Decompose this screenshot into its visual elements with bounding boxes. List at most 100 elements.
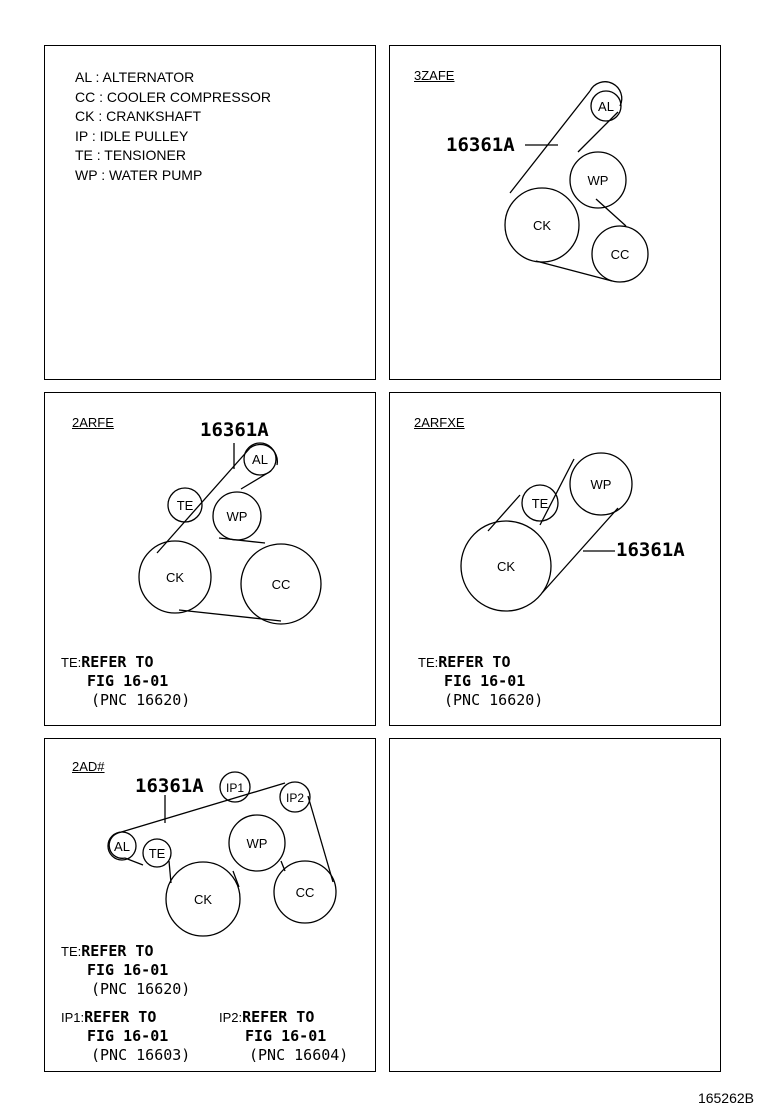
- figure-code: 165262B: [697, 1090, 754, 1106]
- note-ip1-2ad: IP1:REFER TO FIG 16-01 (PNC 16603): [61, 1008, 191, 1064]
- note-line: REFER TO: [84, 1008, 157, 1026]
- panel-2ad: 2AD# 16361A IP1 IP2 AL TE: [44, 738, 376, 1072]
- note-line: (PNC 16603): [91, 1046, 191, 1064]
- pulley-label-al: AL: [114, 839, 130, 854]
- pulley-label-ck: CK: [166, 570, 184, 585]
- belt-segment: [178, 609, 282, 622]
- pulley-label-cc: CC: [611, 247, 630, 262]
- belt-segment: [541, 507, 619, 594]
- belt-diagram-2arfxe: TE WP CK: [460, 452, 633, 612]
- pulley-label-ip2: IP2: [286, 791, 304, 805]
- belt-segment: [168, 860, 172, 884]
- pulley-label-ck: CK: [194, 892, 212, 907]
- note-te-2arfe: TE:REFER TO FIG 16-01 (PNC 16620): [61, 653, 191, 709]
- pulley-label-cc: CC: [272, 577, 291, 592]
- empty-panel: [389, 738, 721, 1072]
- note-line: FIG 16-01: [87, 1027, 169, 1045]
- pulley-label-wp: WP: [227, 509, 248, 524]
- legend-list: AL : ALTERNATOR CC : COOLER COMPRESSOR C…: [75, 68, 271, 185]
- pulley-ip1: [219, 771, 251, 803]
- belt-segment: [218, 537, 266, 544]
- note-line: (PNC 16620): [91, 980, 191, 998]
- pulley-label-te: TE: [149, 846, 166, 861]
- note-line: REFER TO: [242, 1008, 315, 1026]
- part-number-2ad: 16361A: [135, 775, 204, 797]
- belt-segment: [487, 494, 521, 532]
- belt-diagram-2arfe: AL TE WP CK CC: [138, 442, 322, 625]
- pulley-ck: [165, 861, 241, 937]
- legend-item-wp: WP : WATER PUMP: [75, 166, 203, 183]
- belt-segment: [117, 782, 286, 834]
- pulley-label-ck: CK: [497, 559, 515, 574]
- legend-item-ip: IP : IDLE PULLEY: [75, 127, 189, 144]
- note-line: FIG 16-01: [245, 1027, 327, 1045]
- pulley-label-al: AL: [252, 452, 268, 467]
- engine-label-2arfe: 2ARFE: [72, 415, 114, 430]
- belt-segment: [232, 870, 240, 888]
- part-number-2arfxe: 16361A: [616, 539, 685, 561]
- note-te-2ad: TE:REFER TO FIG 16-01 (PNC 16620): [61, 942, 191, 998]
- pulley-cc: [273, 860, 337, 924]
- note-line: REFER TO: [81, 942, 154, 960]
- legend-item-cc: CC : COOLER COMPRESSOR: [75, 88, 272, 105]
- pulley-label-cc: CC: [296, 885, 315, 900]
- belt-segment: [307, 795, 334, 883]
- panel-2arfxe: 2ARFXE 16361A TE WP CK TE:REFER TO FIG 1…: [389, 392, 721, 726]
- pulley-label-wp: WP: [591, 477, 612, 492]
- pulley-ip2: [279, 781, 311, 813]
- pulley-label-wp: WP: [247, 836, 268, 851]
- belt-segment: [249, 443, 279, 466]
- engine-label-2arfxe: 2ARFXE: [414, 415, 465, 430]
- belt-segment: [595, 198, 627, 227]
- pulley-label-wp: WP: [588, 173, 609, 188]
- pulley-al: [107, 831, 137, 861]
- pulley-al: [243, 442, 277, 476]
- legend-item-ck: CK : CRANKSHAFT: [75, 108, 202, 124]
- belt-segment: [577, 111, 619, 153]
- note-line: FIG 16-01: [87, 672, 169, 690]
- pulley-ck: [504, 187, 580, 263]
- note-line: FIG 16-01: [444, 672, 526, 690]
- pulley-ck: [138, 540, 212, 614]
- pulley-cc: [240, 543, 322, 625]
- belt-segment: [539, 458, 575, 526]
- pulley-label-ip1: IP1: [226, 781, 244, 795]
- panel-2arfe: 2ARFE 16361A AL TE WP CK CC TE:REFER: [44, 392, 376, 726]
- legend-panel: AL : ALTERNATOR CC : COOLER COMPRESSOR C…: [44, 45, 376, 380]
- belt-segment: [589, 81, 623, 107]
- pulley-label-te: TE: [532, 496, 549, 511]
- note-line: (PNC 16620): [444, 691, 544, 709]
- note-line: (PNC 16620): [91, 691, 191, 709]
- belt-diagram-3zafe: AL WP CK CC: [504, 81, 649, 283]
- pulley-label-ck: CK: [533, 218, 551, 233]
- pulley-cc: [591, 225, 649, 283]
- legend-item-te: TE : TENSIONER: [75, 147, 186, 163]
- pulley-wp: [212, 491, 262, 541]
- engine-label-3zafe: 3ZAFE: [414, 68, 455, 83]
- note-line: (PNC 16604): [249, 1046, 349, 1064]
- panel-3zafe: 3ZAFE 16361A AL WP CK CC: [389, 45, 721, 380]
- note-line: REFER TO: [438, 653, 511, 671]
- pulley-wp: [228, 814, 286, 872]
- belt-diagram-2ad: IP1 IP2 AL TE WP CK CC: [107, 771, 337, 937]
- belt-segment: [509, 90, 591, 194]
- pulley-label-te: TE: [177, 498, 194, 513]
- part-number-2arfe: 16361A: [200, 419, 269, 441]
- pulley-te: [142, 838, 172, 868]
- belt-segment: [156, 447, 251, 554]
- pulley-te: [521, 484, 559, 522]
- legend-item-al: AL : ALTERNATOR: [75, 69, 195, 85]
- belt-segment: [535, 260, 613, 282]
- engine-label-2ad: 2AD#: [72, 759, 105, 774]
- pulley-wp: [569, 151, 627, 209]
- pulley-ck: [460, 520, 552, 612]
- belt-segment: [108, 832, 126, 859]
- pulley-te: [167, 487, 203, 523]
- pulley-label-al: AL: [598, 99, 614, 114]
- part-number-3zafe: 16361A: [446, 134, 515, 156]
- note-te-2arfxe: TE:REFER TO FIG 16-01 (PNC 16620): [418, 653, 544, 709]
- note-ip2-2ad: IP2:REFER TO FIG 16-01 (PNC 16604): [219, 1008, 349, 1064]
- pulley-wp: [569, 452, 633, 516]
- note-line: REFER TO: [81, 653, 154, 671]
- pulley-al: [590, 90, 622, 122]
